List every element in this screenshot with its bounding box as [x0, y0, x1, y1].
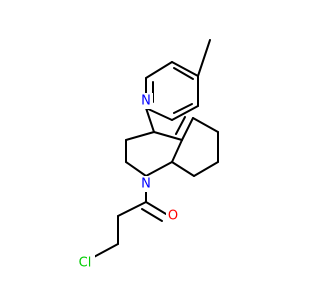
bond: [171, 105, 199, 121]
carbonyl-double-bond: [141, 208, 163, 222]
double-bond: [173, 103, 193, 114]
bond: [181, 117, 194, 141]
bond: [91, 243, 119, 259]
atom-label: O: [168, 209, 178, 224]
atom-n2: N: [139, 176, 153, 192]
atom-o1: O: [166, 208, 180, 224]
bond: [145, 61, 173, 79]
atom-backdrop: [139, 176, 153, 192]
bond: [171, 161, 195, 177]
bond: [145, 107, 173, 121]
bond: [153, 131, 183, 141]
atom-cl1: Cl: [75, 255, 95, 271]
carbonyl-bond: [145, 201, 167, 215]
molecule-structure: N N O Cl: [75, 39, 219, 271]
atom-backdrop: [75, 255, 95, 271]
bond-layer: [91, 39, 219, 259]
atom-label: Cl: [79, 256, 92, 271]
bond: [171, 61, 199, 77]
bond: [145, 107, 155, 133]
atom-layer: N N O Cl: [75, 93, 180, 271]
bond: [193, 161, 219, 177]
bond: [125, 131, 155, 141]
double-bond: [175, 116, 186, 135]
bond: [117, 201, 147, 217]
double-bond: [173, 67, 194, 80]
atom-label: N: [141, 177, 151, 192]
atom-n1: N: [139, 93, 153, 109]
bond: [192, 117, 219, 133]
bond: [171, 139, 183, 163]
bond: [125, 161, 147, 177]
atom-label: N: [141, 94, 151, 109]
atom-backdrop: [139, 93, 153, 109]
atom-backdrop: [166, 208, 180, 224]
bond: [145, 161, 173, 177]
methyl-bond: [197, 39, 211, 77]
